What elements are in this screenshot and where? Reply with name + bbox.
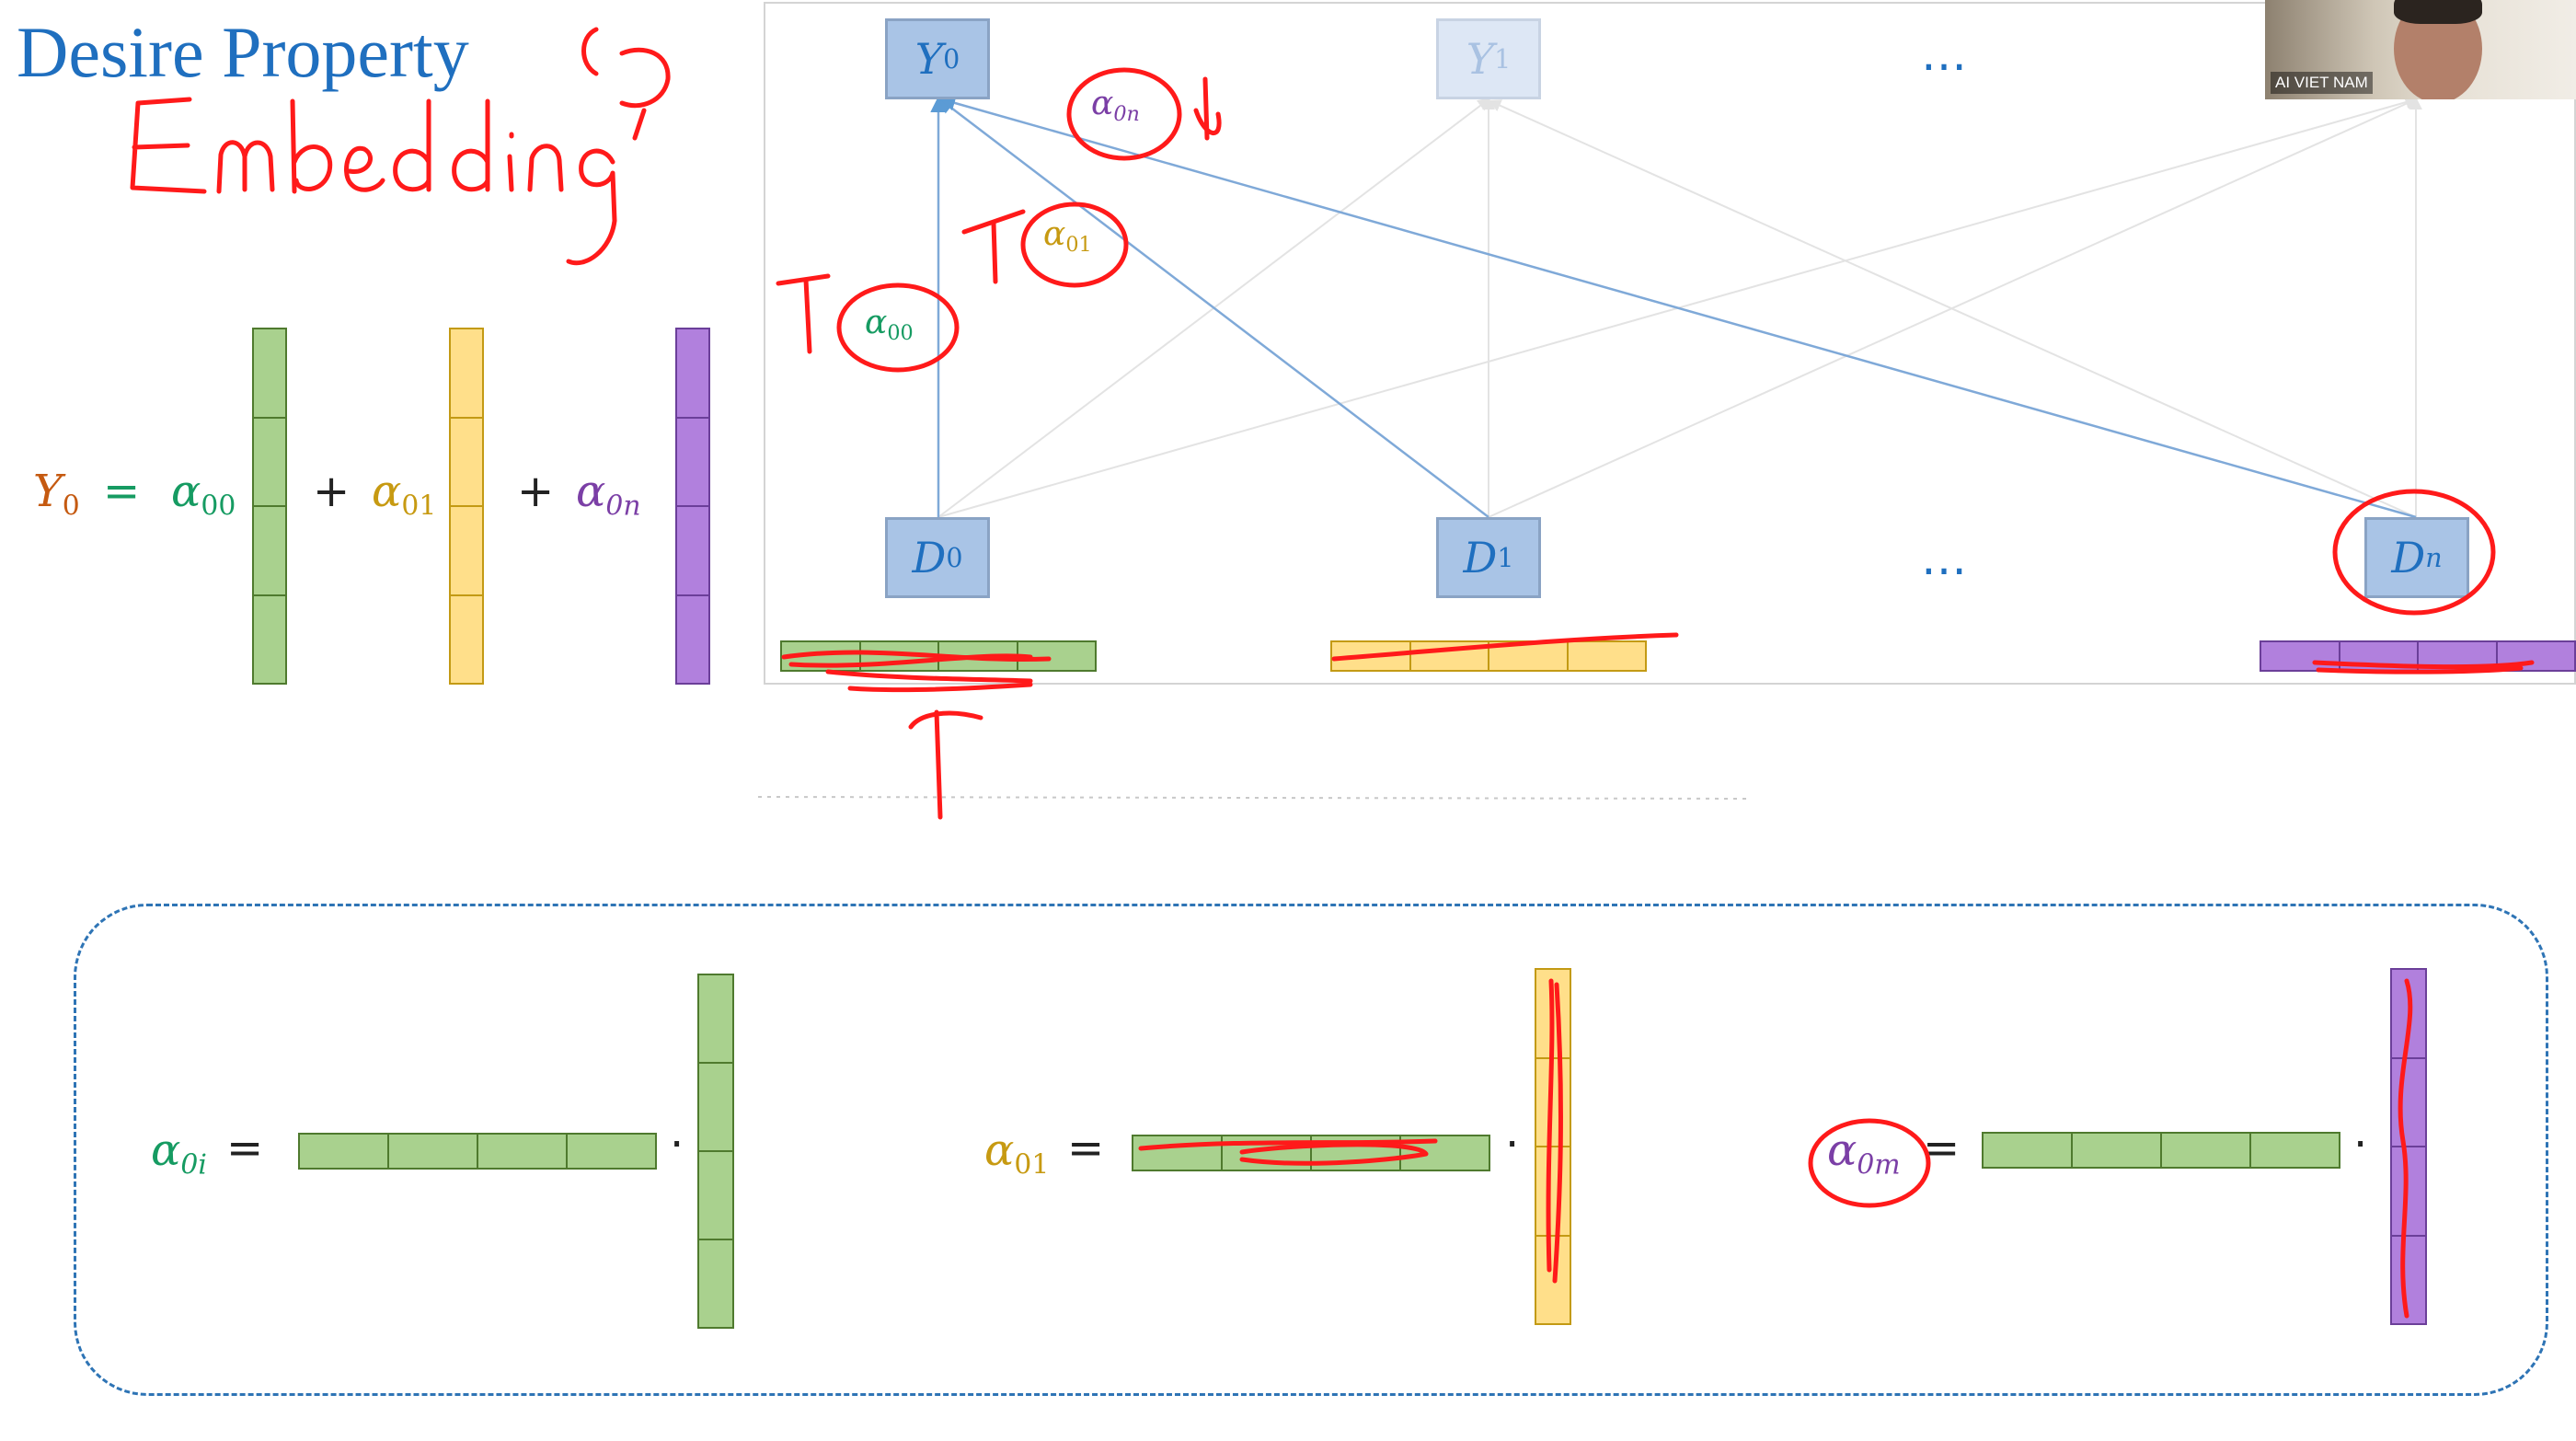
- handwritten-embedding: [130, 27, 671, 266]
- eq2-col-vector: [1535, 968, 1571, 1325]
- circle-alpha0n: [1066, 67, 1182, 161]
- eq3-col-vector: [2390, 968, 2427, 1325]
- eq3-row-vector: [1982, 1132, 2340, 1169]
- eq3-lhs: α0m: [1827, 1124, 1901, 1182]
- underline-embedding-d0: [847, 682, 1033, 693]
- mark-T-alpha00: [776, 273, 831, 354]
- eq1-equals: =: [226, 1123, 264, 1174]
- mark-exclaim: [1193, 76, 1222, 141]
- strike-embedding-dn: [2312, 660, 2535, 674]
- slide-title: Desire Property: [17, 12, 469, 92]
- formula-lhs: Y0: [33, 466, 80, 523]
- attention-graph-panel: [764, 2, 2576, 685]
- eq1-row-vector: [298, 1133, 657, 1170]
- eq1-dot: ·: [670, 1119, 684, 1170]
- formula-plus-2: +: [517, 466, 555, 517]
- presenter-webcam: AI VIET NAM: [2265, 0, 2576, 99]
- formula-term-alpha01: α01: [372, 466, 437, 523]
- scribble-eq2-col: [1546, 978, 1563, 1284]
- circle-alpha01: [1020, 202, 1129, 288]
- scribble-eq2-row: [1138, 1138, 1438, 1166]
- weight-label-alpha01: α01: [1043, 215, 1092, 258]
- eq1-lhs: α0i: [151, 1124, 207, 1182]
- eq1-col-vector: [697, 974, 734, 1329]
- circle-dn: [2332, 489, 2496, 616]
- mark-T-alpha01: [961, 209, 1026, 284]
- weight-label-alpha00: α00: [865, 304, 914, 346]
- vector-yellow-vertical: [449, 328, 484, 685]
- strike-embedding-d1: [1331, 632, 1679, 662]
- webcam-label: AI VIET NAM: [2271, 72, 2373, 94]
- circle-alpha0m: [1808, 1118, 1931, 1208]
- scribble-eq3-col: [2398, 978, 2413, 1319]
- presenter-hair: [2394, 0, 2482, 24]
- formula-term-alpha00: α00: [171, 466, 236, 523]
- scribble-embedding-d0: [781, 650, 1052, 684]
- mark-up-arrow: [908, 709, 983, 820]
- formula-plus-1: +: [313, 466, 351, 517]
- dot-product-box: [74, 904, 2548, 1396]
- eq2-equals: =: [1067, 1123, 1105, 1174]
- formula-term-alpha0n: α0n: [576, 466, 641, 523]
- circle-alpha00: [836, 282, 960, 373]
- formula-equals: =: [103, 466, 141, 517]
- vector-green-vertical: [252, 328, 287, 685]
- inputs-ellipsis: …: [1921, 532, 1971, 585]
- eq3-dot: ·: [2353, 1119, 2368, 1170]
- eq2-lhs: α01: [984, 1124, 1050, 1182]
- eq2-dot: ·: [1505, 1119, 1520, 1170]
- weight-label-alpha0n: α0n: [1091, 85, 1140, 127]
- vector-purple-vertical: [675, 328, 710, 685]
- outputs-ellipsis: …: [1921, 28, 1971, 81]
